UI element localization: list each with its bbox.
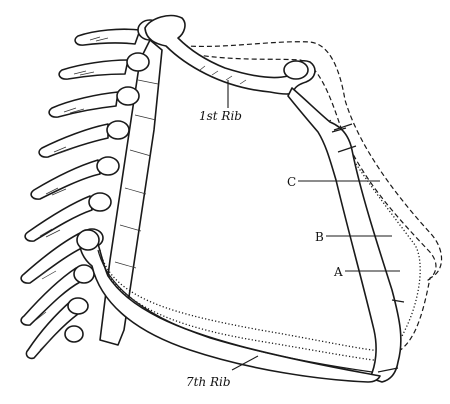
outline-dashed-outer [174,41,443,359]
spinous-process-2 [58,59,129,80]
label-a: A [333,265,400,279]
seventh-rib-label: 7th Rib [186,375,231,389]
outline-dashed-inner [179,51,437,283]
spinous-process-7 [20,231,87,284]
spinous-process-1 [74,28,141,46]
costal-cartilage-line [331,127,347,133]
vertebral-bodies [99,39,163,346]
label-b-text: B [315,230,324,244]
sternum [287,87,405,383]
first-rib [144,14,316,95]
seventh-rib-shaft [78,229,381,383]
spinous-process-3 [48,91,119,118]
vertebral-column [20,19,163,360]
seventh-rib [76,229,381,383]
label-first-rib: 1st Rib [199,80,242,123]
label-c-text: C [287,175,296,189]
first-rib-label: 1st Rib [199,109,242,123]
spinous-process-8 [20,267,81,326]
label-seventh-rib: 7th Rib [186,355,259,389]
spinous-process-9 [25,299,79,360]
label-a-text: A [333,265,343,279]
label-b: B [315,230,392,244]
sternum-body [287,87,402,383]
outline-dotted-2 [99,249,393,353]
spinous-process-4 [38,123,109,158]
spinous-process-5 [30,159,101,200]
first-rib-head [144,14,316,95]
spinous-process-6 [24,195,93,242]
label-c: C [287,175,380,189]
